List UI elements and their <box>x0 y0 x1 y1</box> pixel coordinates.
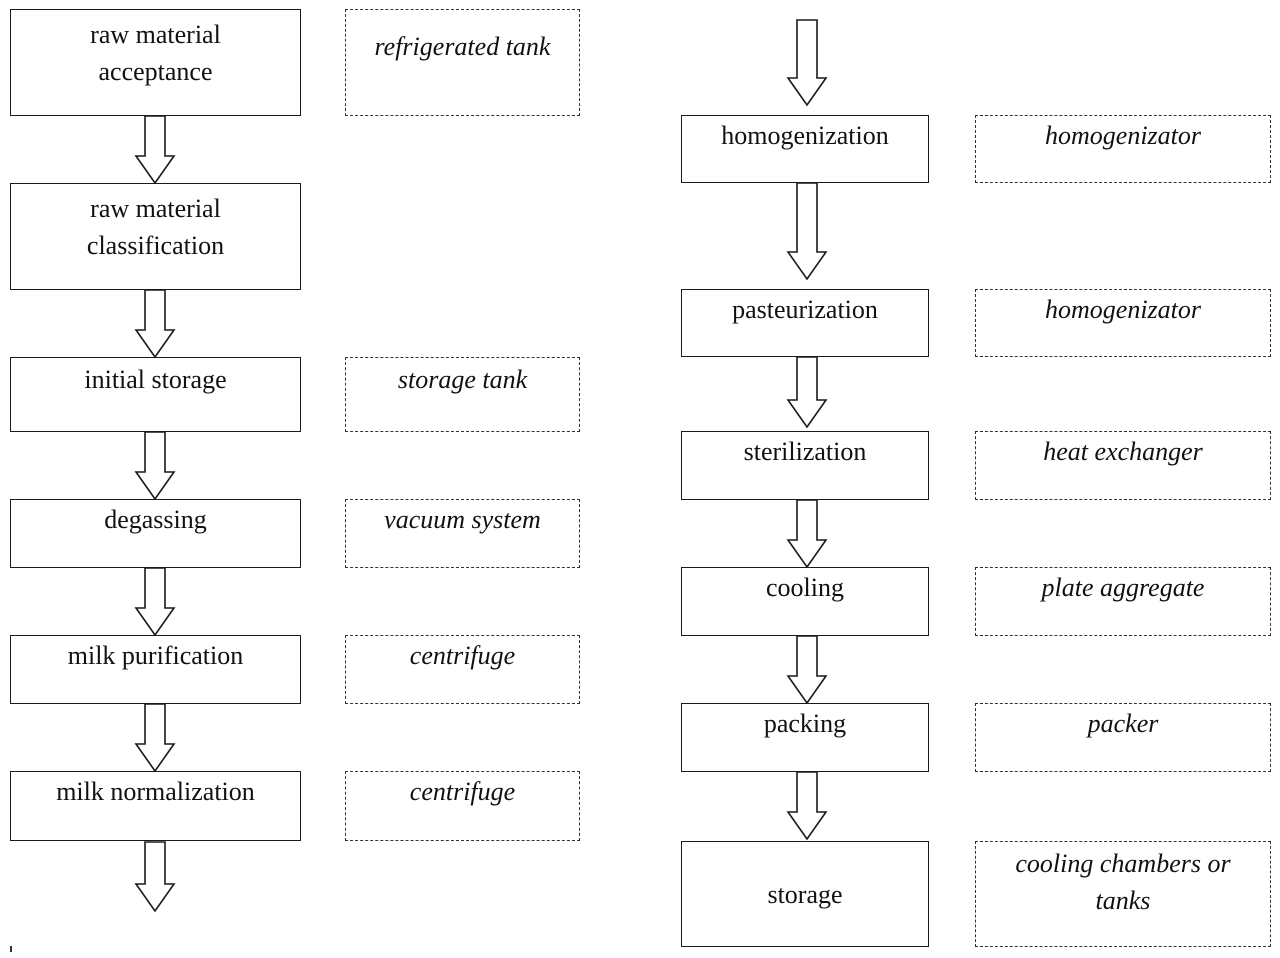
stray-mark <box>10 946 12 952</box>
arrow-down-icon <box>134 289 176 359</box>
equipment-packer: packer <box>975 703 1271 772</box>
step-label: raw material classification <box>86 194 225 260</box>
equipment-plate-aggregate: plate aggregate <box>975 567 1271 636</box>
step-milk-purification: milk purification <box>10 635 301 704</box>
equipment-label: refrigerated tank <box>374 32 551 61</box>
equipment-heat-exchanger: heat exchanger <box>975 431 1271 500</box>
arrow-down-icon <box>786 635 828 705</box>
arrow-down-icon <box>134 115 176 185</box>
step-label: raw material acceptance <box>90 20 221 86</box>
arrow-down-icon <box>134 841 176 913</box>
step-storage: storage <box>681 841 929 947</box>
equipment-centrifuge: centrifuge <box>345 771 580 841</box>
equipment-vacuum-system: vacuum system <box>345 499 580 568</box>
arrow-down-icon <box>134 431 176 501</box>
equipment-label: homogenizator <box>1045 121 1201 150</box>
step-packing: packing <box>681 703 929 772</box>
arrow-down-icon <box>786 19 828 107</box>
step-label: degassing <box>104 505 207 534</box>
equipment-homogenizator: homogenizator <box>975 115 1271 183</box>
step-label: packing <box>763 709 847 738</box>
step-milk-normalization: milk normalization <box>10 771 301 841</box>
equipment-label: heat exchanger <box>1043 437 1203 466</box>
arrow-down-icon <box>786 182 828 281</box>
arrow-down-icon <box>786 356 828 429</box>
equipment-centrifuge: centrifuge <box>345 635 580 704</box>
equipment-label: centrifuge <box>409 777 516 806</box>
arrow-down-icon <box>786 771 828 841</box>
equipment-label: plate aggregate <box>1041 573 1205 602</box>
equipment-cooling-chambers-or-tanks: cooling chambers or tanks <box>975 841 1271 947</box>
step-degassing: degassing <box>10 499 301 568</box>
step-label: cooling <box>766 573 844 602</box>
equipment-label: storage tank <box>397 365 528 394</box>
step-raw-material-classification: raw material classification <box>10 183 301 290</box>
step-sterilization: sterilization <box>681 431 929 500</box>
equipment-label: cooling chambers or tanks <box>1015 849 1231 915</box>
equipment-label: homogenizator <box>1045 295 1201 324</box>
equipment-label: vacuum system <box>384 505 541 534</box>
step-label: storage <box>767 879 843 909</box>
step-homogenization: homogenization <box>681 115 929 183</box>
equipment-label: packer <box>1087 709 1159 738</box>
step-raw-material-acceptance: raw material acceptance <box>10 9 301 116</box>
step-label: initial storage <box>84 365 227 394</box>
equipment-homogenizator: homogenizator <box>975 289 1271 357</box>
arrow-down-icon <box>786 499 828 569</box>
step-label: homogenization <box>721 121 889 150</box>
step-label: sterilization <box>743 437 867 466</box>
equipment-refrigerated-tank: refrigerated tank <box>345 9 580 116</box>
step-label: milk purification <box>67 641 244 670</box>
step-label: pasteurization <box>732 295 878 324</box>
equipment-storage-tank: storage tank <box>345 357 580 432</box>
step-label: milk normalization <box>56 777 255 806</box>
equipment-label: centrifuge <box>409 641 516 670</box>
arrow-down-icon <box>134 567 176 637</box>
arrow-down-icon <box>134 703 176 773</box>
